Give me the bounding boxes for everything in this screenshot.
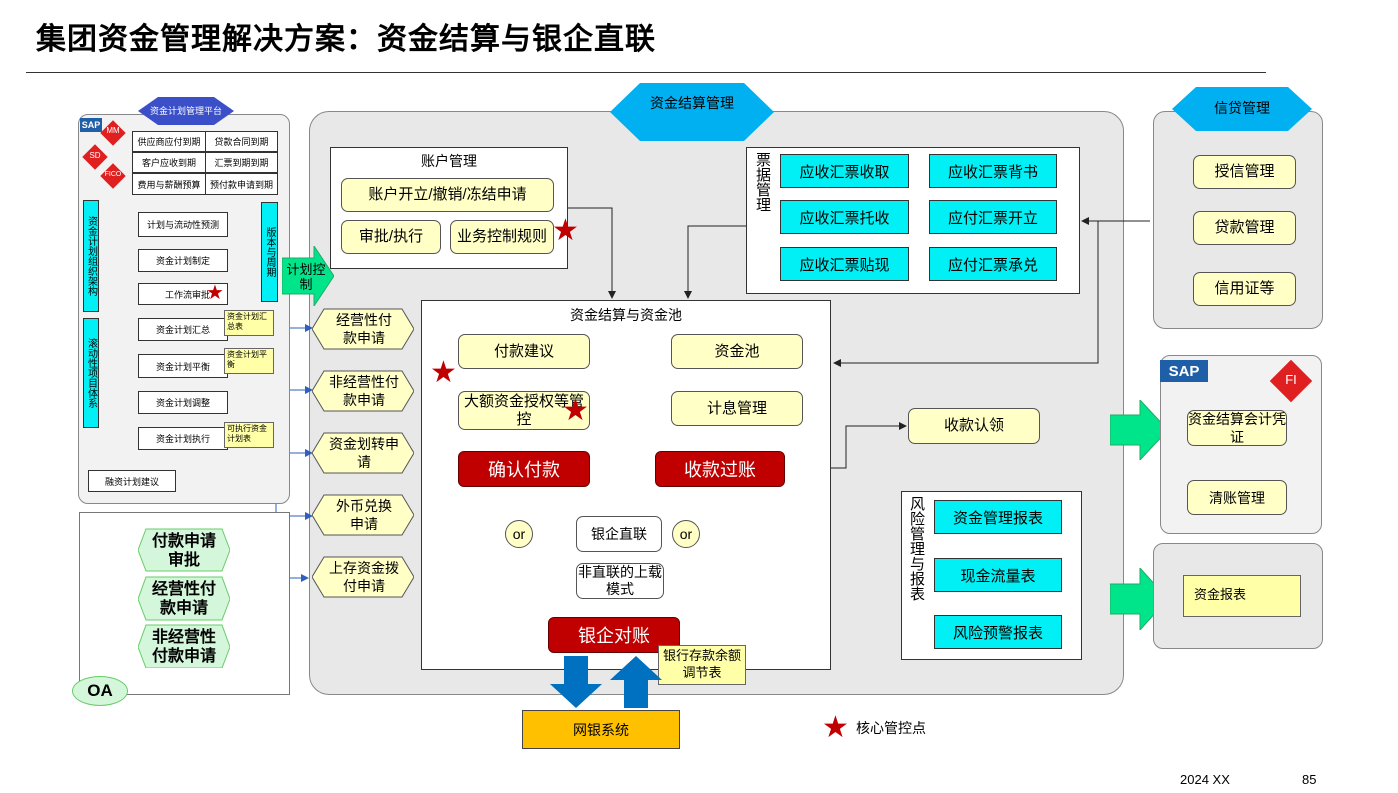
pool-title: 资金结算与资金池	[570, 307, 682, 323]
org-structure-bar: 资金计划组织架构	[83, 200, 99, 312]
req-fx-exchange: 外币兑换申请	[336, 498, 392, 532]
fico-label: FICO	[104, 171, 122, 178]
or-node: or	[672, 520, 700, 548]
footer-date: 2024 XX	[1180, 772, 1230, 787]
table-cell: 贷款合同到期	[205, 131, 278, 152]
oa-hexagons	[138, 528, 230, 668]
green-arrow-fi	[1110, 400, 1169, 460]
credit-header: 信贷管理	[1214, 100, 1270, 116]
indirect-upload-mode: 非直联的上载模式	[576, 563, 664, 599]
account-approve-exec: 审批/执行	[341, 220, 441, 254]
bill-issue: 应付汇票开立	[929, 200, 1057, 234]
flow-plan-execute: 资金计划执行	[138, 427, 228, 450]
req-upstream-fund: 上存资金拨付申请	[329, 560, 399, 594]
settlement-header: 资金结算管理	[650, 95, 734, 111]
page-title: 集团资金管理解决方案：资金结算与银企直联	[36, 23, 656, 56]
table-cell: 客户应收到期	[132, 152, 206, 173]
core-control-star: ★	[552, 214, 579, 247]
risk-title: 风险管理与报表	[908, 496, 925, 601]
large-fund-auth: 大额资金授权等管控	[458, 391, 590, 430]
fund-pool: 资金池	[671, 334, 803, 369]
clearing-mgmt: 清账管理	[1187, 480, 1287, 515]
oa-nonoperating-pay: 非经营性付款申请	[151, 629, 216, 665]
oa-badge: OA	[72, 676, 128, 706]
bill-discount: 应收汇票贴现	[780, 247, 909, 281]
account-control-rules: 业务控制规则	[450, 220, 554, 254]
mm-label: MM	[106, 126, 120, 135]
sd-label: SD	[89, 151, 101, 160]
bill-collect: 应收汇票托收	[780, 200, 909, 234]
plan-control-label: 计划控制	[286, 262, 326, 292]
account-title: 账户管理	[421, 153, 477, 169]
rolling-project-bar: 滚动性项目体系	[83, 318, 99, 428]
core-control-star: ★	[430, 356, 457, 389]
receive-posting: 收款过账	[655, 451, 785, 487]
credit-line-mgmt: 授信管理	[1193, 155, 1296, 189]
legend-star: ★	[822, 711, 849, 744]
bank-direct-link: 银企直联	[576, 516, 662, 552]
bill-receive: 应收汇票收取	[780, 154, 909, 188]
req-operating-pay: 经营性付款申请	[336, 312, 392, 346]
note-summary-table: 资金计划汇总表	[224, 310, 274, 336]
fi-label: FI	[1285, 372, 1297, 387]
table-cell: 预付款申请到期	[205, 173, 278, 195]
bank-sync-arrows	[550, 656, 662, 708]
or-node: or	[505, 520, 533, 548]
settlement-voucher: 资金结算会计凭证	[1187, 410, 1287, 446]
note-executable-table: 可执行资金计划表	[224, 422, 274, 448]
table-cell: 供应商应付到期	[132, 131, 206, 152]
flow-plan-adjust: 资金计划调整	[138, 391, 228, 414]
sap-logo: SAP	[1160, 360, 1208, 382]
bill-accept: 应付汇票承兑	[929, 247, 1057, 281]
credit-header-diamond	[1172, 87, 1312, 131]
financing-advice: 融资计划建议	[88, 470, 176, 492]
sap-logo: SAP	[80, 118, 102, 132]
online-bank-system: 网银系统	[522, 710, 680, 749]
pay-advice: 付款建议	[458, 334, 590, 369]
bill-endorse: 应收汇票背书	[929, 154, 1057, 188]
page-number: 85	[1302, 772, 1317, 787]
req-fund-transfer: 资金划转申请	[329, 436, 399, 470]
version-cycle-bar: 版本与周期	[261, 202, 278, 302]
legend-label: 核心管控点	[856, 720, 926, 736]
table-cell: 汇票到期到期	[205, 152, 278, 173]
flow-plan-summary: 资金计划汇总	[138, 318, 228, 341]
note-balance: 资金计划平衡	[224, 348, 274, 374]
oa-pay-approve: 付款申请审批	[151, 533, 216, 569]
settlement-header-diamond	[610, 83, 774, 141]
interest-management: 计息管理	[671, 391, 803, 426]
flow-plan-balance: 资金计划平衡	[138, 354, 228, 378]
confirm-payment: 确认付款	[458, 451, 590, 487]
balance-adjust-note: 银行存款余额调节表	[658, 645, 746, 685]
fund-mgmt-report: 资金管理报表	[934, 500, 1062, 534]
platform-label: 资金计划管理平台	[149, 105, 222, 116]
receipt-claim: 收款认领	[908, 408, 1040, 444]
flow-workflow-approve: 工作流审批	[138, 283, 228, 305]
bank-reconciliation: 银企对账	[548, 617, 680, 653]
request-hexagons	[312, 308, 414, 598]
plan-control-arrow	[282, 246, 334, 306]
bills-title: 票据管理	[754, 152, 771, 212]
req-nonoperating-pay: 非经营性付款申请	[329, 374, 399, 408]
oa-operating-pay: 经营性付款申请	[151, 581, 216, 617]
fund-report-doc: 资金报表	[1183, 575, 1301, 617]
core-control-star: ★	[206, 282, 224, 304]
loan-mgmt: 贷款管理	[1193, 211, 1296, 245]
letter-of-credit: 信用证等	[1193, 272, 1296, 306]
title-divider	[26, 72, 1266, 73]
account-open-close: 账户开立/撤销/冻结申请	[341, 178, 554, 212]
cash-flow-statement: 现金流量表	[934, 558, 1062, 592]
platform-diamond	[138, 97, 234, 125]
risk-alert-report: 风险预警报表	[934, 615, 1062, 649]
core-control-star: ★	[562, 394, 589, 427]
table-cell: 费用与薪酬预算	[132, 173, 206, 195]
flow-plan-make: 资金计划制定	[138, 249, 228, 272]
flow-forecast: 计划与流动性预测	[138, 212, 228, 237]
